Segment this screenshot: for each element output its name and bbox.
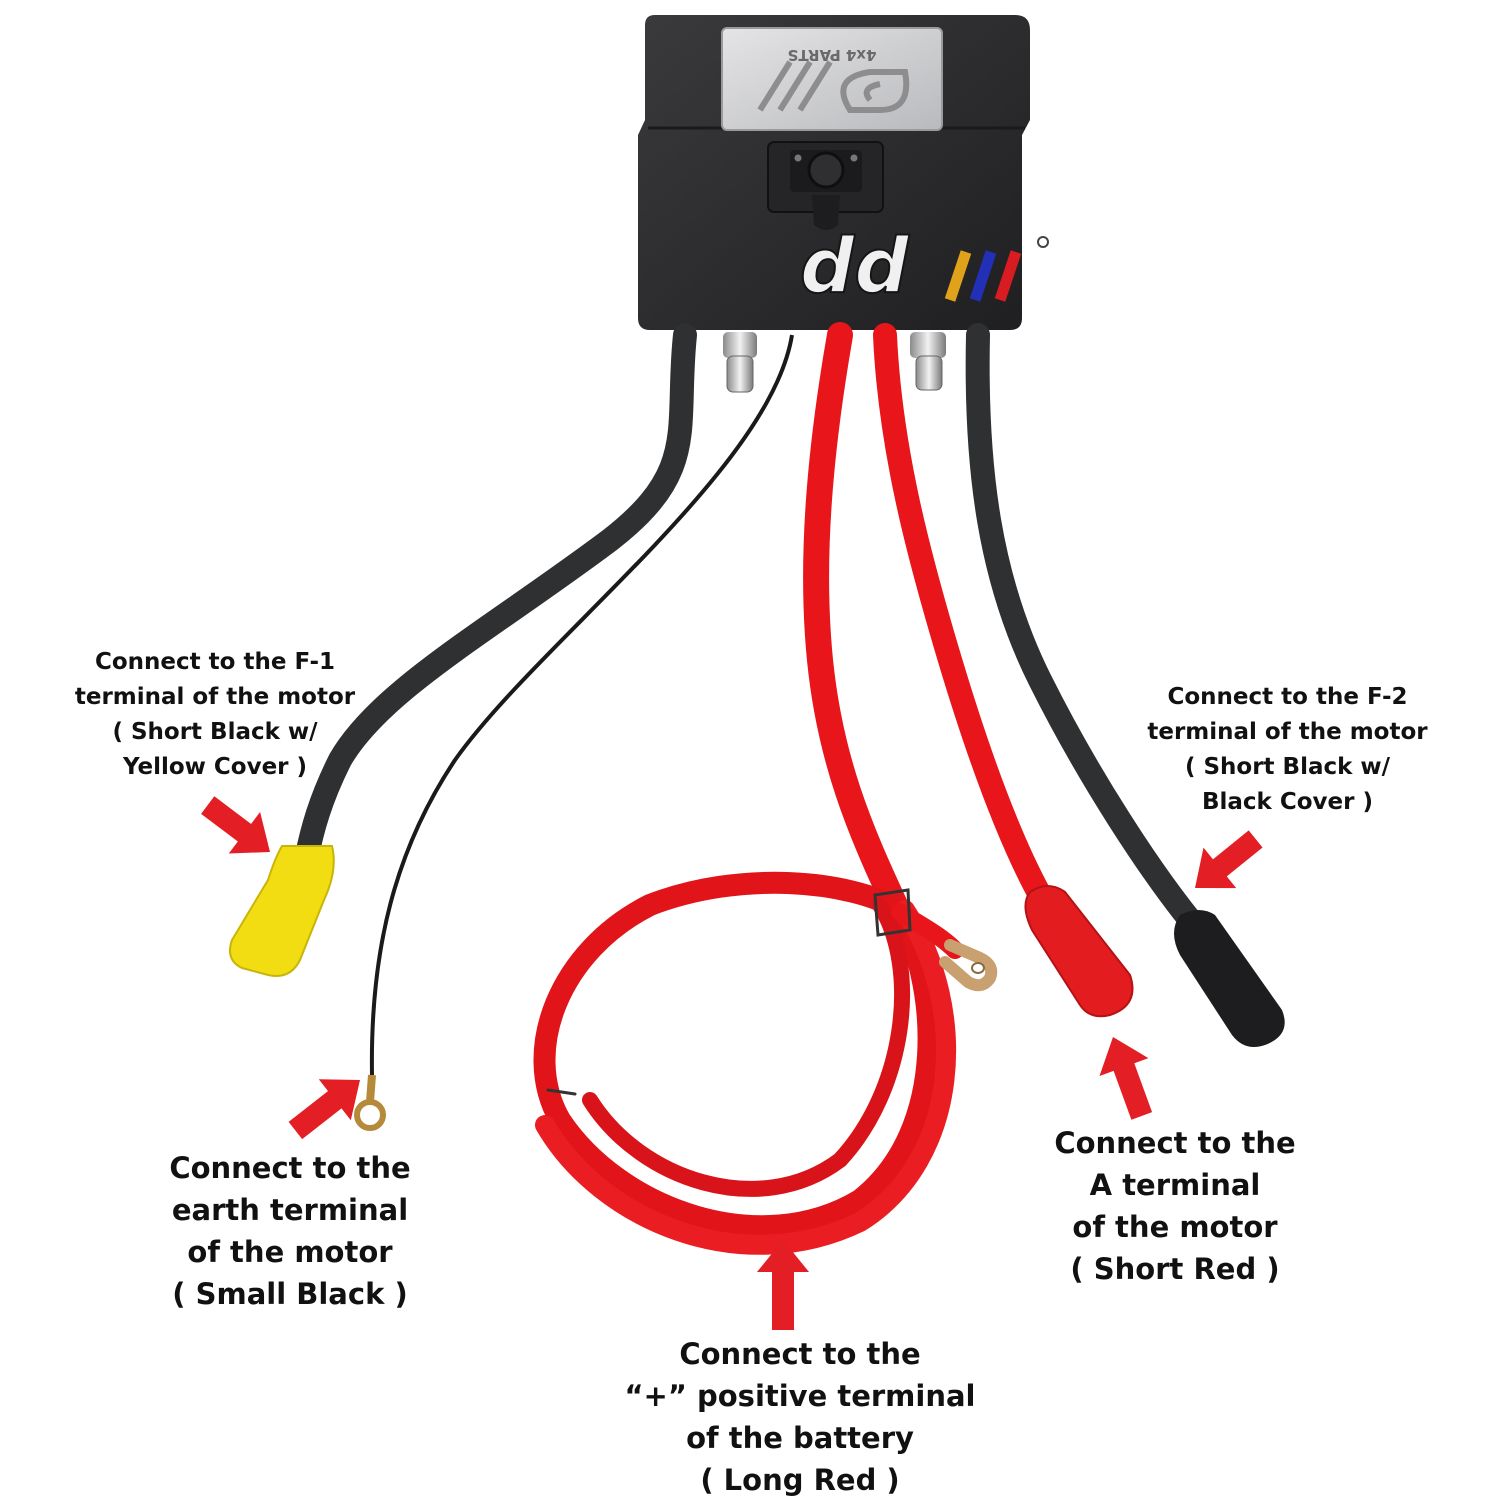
f2-label-line4: Black Cover ) [1201,789,1373,815]
yellow-cover [229,845,335,977]
f2-cable [965,323,1285,1048]
battery-label-line4: ( Long Red ) [700,1463,900,1497]
red-cover [1024,885,1134,1018]
arrow-f2 [1195,830,1263,889]
a-label-line3: of the motor [1072,1210,1278,1244]
earth-ring-terminal [354,1099,386,1131]
brand-logo-text: dd [800,221,910,310]
f1-label-line2: terminal of the motor [74,684,356,710]
battery-cable [533,322,998,1255]
a-label-line4: ( Short Red ) [1070,1252,1280,1286]
a-terminal-label: Connect to the A terminal of the motor (… [1035,1122,1315,1290]
earth-terminal-label: Connect to the earth terminal of the mot… [135,1147,445,1315]
black-cover [1174,910,1285,1048]
battery-label-line3: of the battery [686,1421,914,1455]
a-terminal-cable [873,323,1134,1018]
controller-box: 4x4 PARTS dd [638,15,1049,330]
f1-cable [229,323,697,977]
arrow-a-terminal [1099,1037,1153,1120]
terminal-post-right [910,332,946,391]
earth-label-line3: of the motor [187,1235,393,1269]
plate-text: 4x4 PARTS [788,46,877,64]
battery-terminal-label: Connect to the “+” positive terminal of … [590,1333,1010,1501]
arrow-earth [288,1079,360,1140]
a-label-line1: Connect to the [1054,1126,1296,1160]
f2-label-line3: ( Short Black w/ [1184,754,1391,780]
arrow-f1 [201,796,270,854]
brand-plate: 4x4 PARTS [721,27,943,131]
dd-logo: dd [799,220,1049,311]
f1-label-line3: ( Short Black w/ [112,719,318,745]
battery-label-line2: “+” positive terminal [624,1379,976,1413]
battery-label-line1: Connect to the [679,1337,921,1371]
f1-label-line1: Connect to the F-1 [95,649,335,675]
earth-label-line1: Connect to the [169,1151,411,1185]
f1-terminal-label: Connect to the F-1 terminal of the motor… [40,645,390,785]
f2-label-line2: terminal of the motor [1147,719,1428,745]
earth-wire [354,334,794,1131]
f2-terminal-label: Connect to the F-2 terminal of the motor… [1120,680,1455,820]
a-label-line2: A terminal [1089,1168,1261,1202]
arrow-battery [757,1240,809,1330]
f1-label-line4: Yellow Cover ) [122,754,308,780]
remote-socket[interactable] [767,141,884,230]
battery-ring-terminal [939,939,998,992]
earth-label-line4: ( Small Black ) [172,1277,408,1311]
f2-label-line1: Connect to the F-2 [1167,684,1408,710]
earth-label-line2: earth terminal [171,1193,409,1227]
terminal-post-left [723,332,757,393]
